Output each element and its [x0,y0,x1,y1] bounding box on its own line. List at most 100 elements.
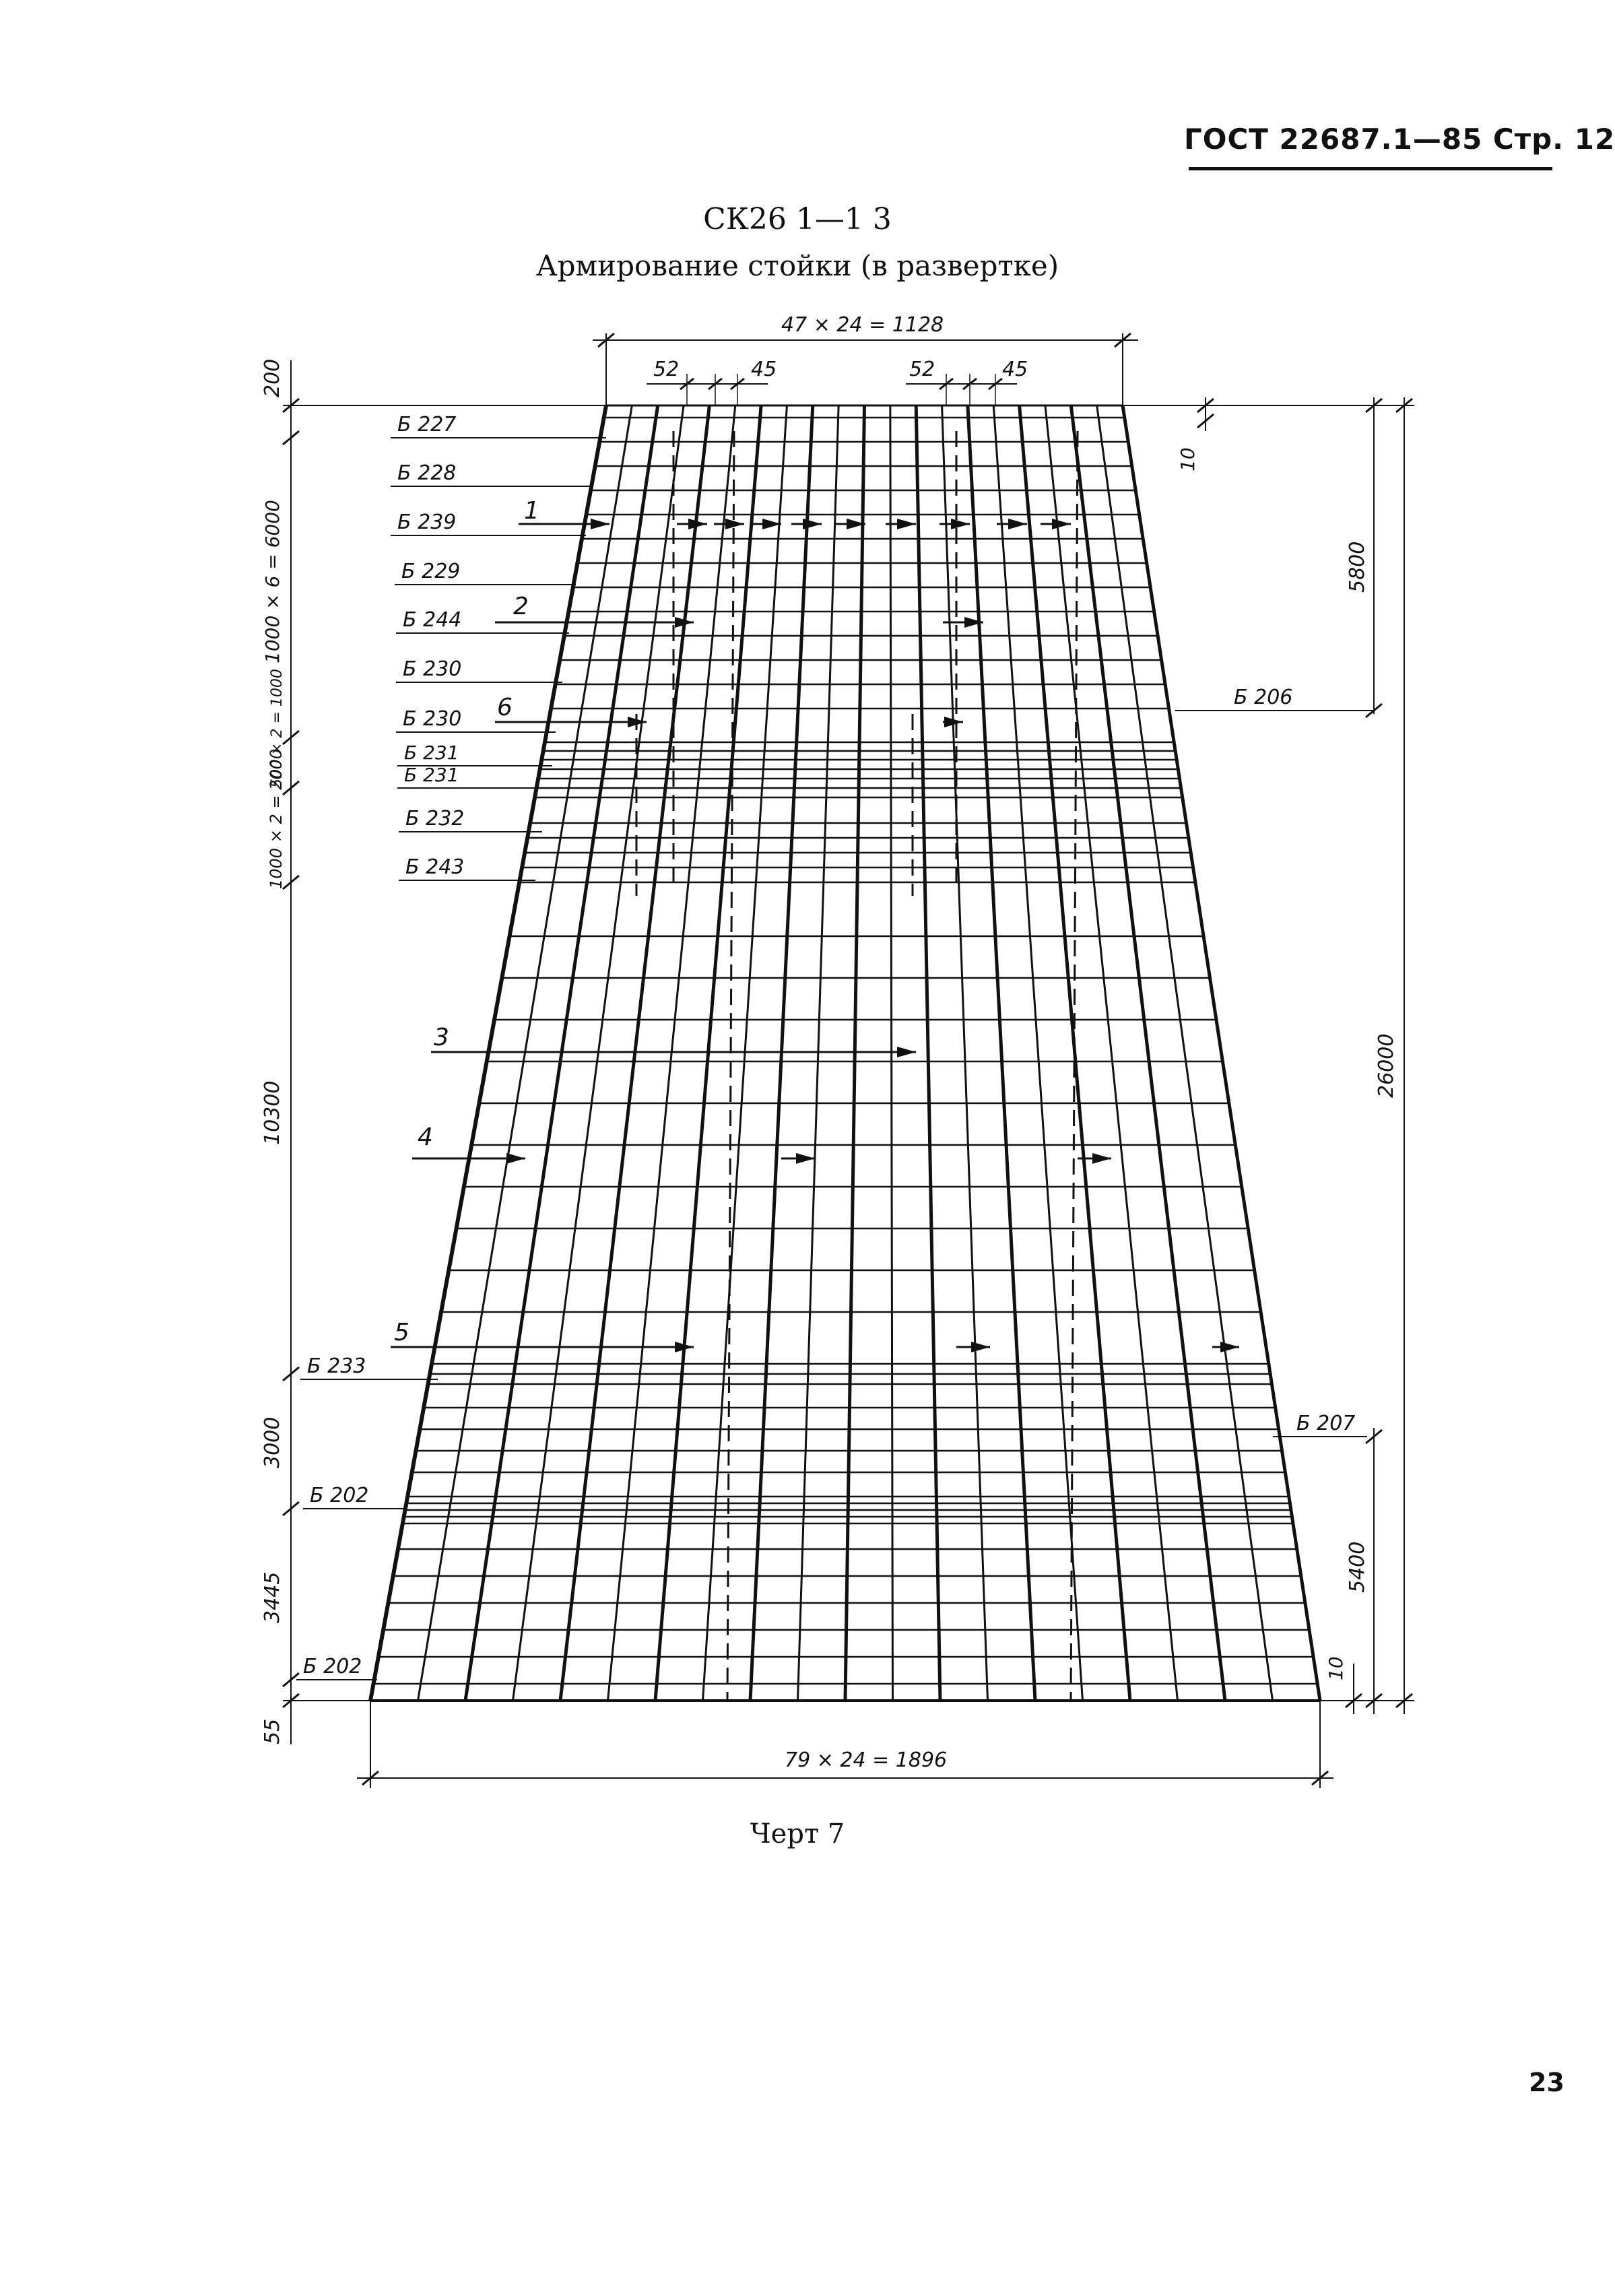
dimension-tick [962,377,977,391]
spacing-label-52-left: 52 [653,358,679,381]
dim-left-500x2: 500 × 2 = 1000 [269,669,286,788]
dim-left-3000: 3000 [261,1417,284,1468]
dimension-tick [1395,397,1413,414]
dimension-lines [282,332,1414,1788]
leader-b228: Б 228 [397,461,456,485]
dimension-tick [1395,1693,1413,1709]
arrowhead [1052,519,1071,529]
page-number: 23 [1529,2068,1564,2097]
arrowhead [944,717,963,727]
leader-b233: Б 233 [307,1354,366,1378]
drawing-title: Армирование стойки (в развертке) [535,249,1059,282]
dim-left-200: 200 [261,359,284,397]
arrowhead [897,519,916,529]
arrowhead [897,1047,916,1057]
dimension-tick [597,332,615,348]
dimension-tick [282,1672,300,1688]
dimension-tick [1311,1770,1329,1786]
arrowhead [847,519,865,529]
leader-b227: Б 227 [397,413,456,436]
arrowhead [762,519,781,529]
spacing-label-45-right: 45 [1002,358,1028,381]
dimension-tick [362,1770,379,1786]
figure-caption: Черт 7 [750,1818,845,1849]
short-bar [726,430,735,1701]
leader-b230a: Б 230 [403,657,461,681]
arrowhead [1220,1342,1239,1352]
leader-b207: Б 207 [1296,1412,1355,1435]
longitudinal-bar [941,405,989,1701]
dimension-tick [939,377,954,391]
top-width-label: 47 × 24 = 1128 [781,313,944,337]
dimension-tick [282,1366,300,1382]
arrowhead [506,1153,525,1164]
standard-header: ГОСТ 22687.1—85 Стр. 12 [1184,123,1615,156]
position-6: 6 [497,694,513,721]
drawing-mark: СК26 1—1 3 [703,202,892,236]
arrowhead [803,519,822,529]
dim-right-26000: 26000 [1375,1034,1398,1098]
leader-b206: Б 206 [1234,686,1292,709]
arrowhead [971,1342,990,1352]
spacing-label-45-left: 45 [751,358,777,381]
dim-left-1000x6: 1000 × 6 = 6000 [261,500,284,663]
dim-right-10-top: 10 [1177,447,1199,471]
longitudinal-bar [1069,405,1227,1701]
arrowhead [796,1153,815,1164]
dimension-tick [1365,702,1383,719]
arrowhead [951,519,970,529]
dimension-tick [730,377,745,391]
leader-b231a: Б 231 [404,742,459,764]
arrowhead [964,617,983,628]
arrowhead [725,519,744,529]
position-1: 1 [524,497,539,525]
leader-b229: Б 229 [401,560,460,583]
leader-b202b: Б 202 [303,1655,362,1678]
dimension-tick [1114,332,1131,348]
right-edge-bar [1121,405,1321,1701]
dimension-tick [1197,413,1214,429]
position-5: 5 [394,1319,409,1346]
leader-b230b: Б 230 [403,707,461,731]
longitudinal-bar [914,405,942,1701]
dimension-tick [282,780,300,796]
spacing-label-52-right: 52 [909,358,935,381]
dim-left-3445: 3445 [261,1572,284,1623]
leader-b232: Б 232 [405,807,464,830]
position-2: 2 [513,593,529,620]
arrowhead [1008,519,1027,529]
leader-b243: Б 243 [405,855,464,879]
dimension-tick [282,430,300,446]
position-4: 4 [418,1123,433,1151]
dim-right-5800: 5800 [1346,542,1369,593]
dim-left-55: 55 [261,1719,284,1744]
dimension-tick [1365,1693,1383,1709]
dim-left-10300: 10300 [261,1081,284,1145]
drawing-labels: 47 × 24 = 1128 52 45 52 45 79 × 24 = 189… [261,313,1398,1772]
header-rule [1189,167,1552,170]
dimension-tick [708,377,723,391]
arrowhead [1092,1153,1111,1164]
arrowhead [688,519,707,529]
dimension-tick [680,377,694,391]
bottom-width-label: 79 × 24 = 1896 [785,1748,947,1772]
position-3: 3 [434,1024,449,1051]
dim-right-5400: 5400 [1346,1542,1369,1593]
dimension-tick [282,874,300,890]
arrowhead [591,519,609,529]
reinforcement-grid [368,404,1322,1702]
longitudinal-bar [1044,405,1179,1701]
leader-b239: Б 239 [397,511,456,534]
dim-right-10-bottom: 10 [1325,1656,1347,1680]
longitudinal-bar [992,405,1084,1701]
arrowhead [675,1342,694,1352]
leader-b244: Б 244 [403,608,461,632]
dimension-tick [1365,397,1383,414]
dimension-tick [1365,1429,1383,1445]
arrowhead [628,717,647,727]
dimension-tick [1197,397,1214,414]
leader-b202a: Б 202 [310,1484,368,1507]
longitudinal-bar [966,405,1037,1701]
